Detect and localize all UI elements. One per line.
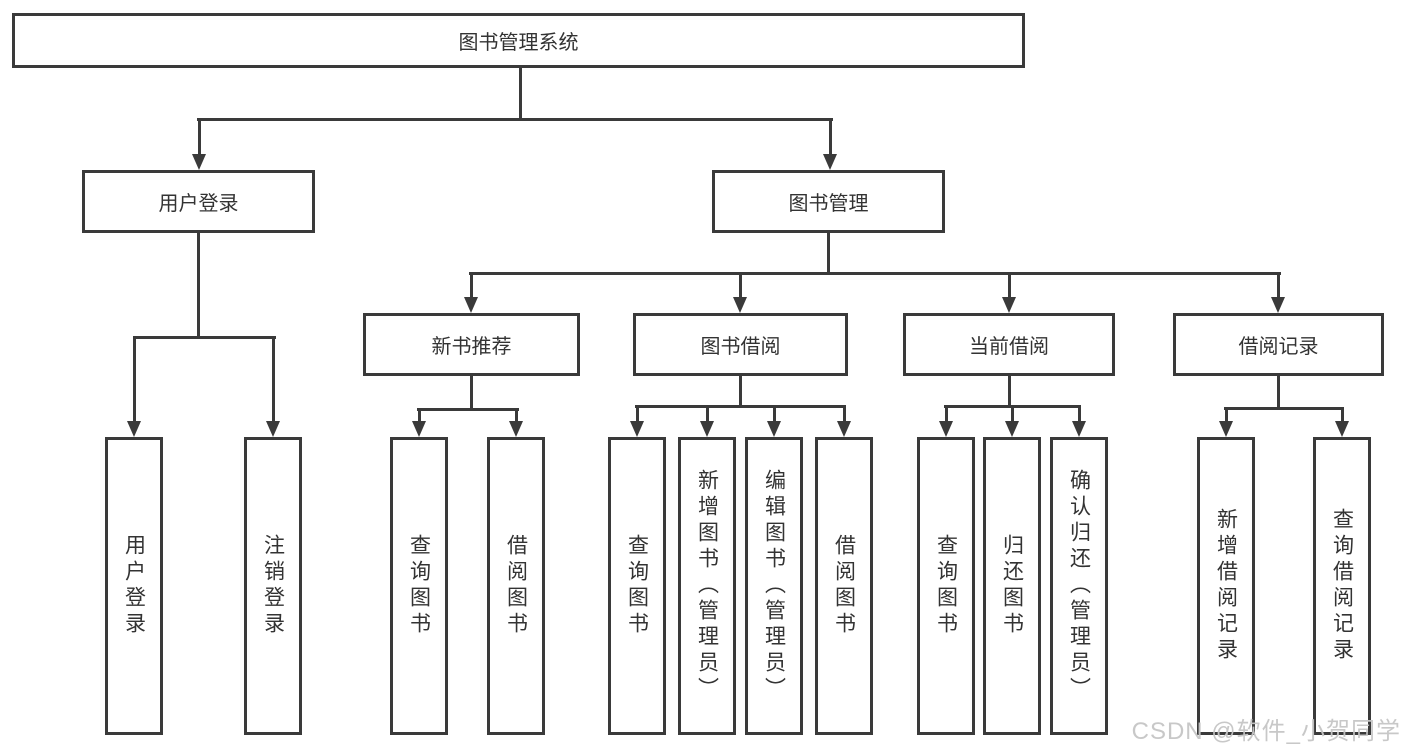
connector-userlogin-rail	[133, 336, 276, 339]
node-label: 用户登录	[122, 534, 146, 638]
connector-bookmgmt-drop-2	[739, 272, 742, 297]
node-leaf-borrowing-add-books-admin: 新增图书（管理员）	[678, 437, 736, 735]
arrowhead-down-icon	[823, 154, 837, 170]
node-book-management: 图书管理	[712, 170, 945, 233]
node-label: 确认归还（管理员）	[1067, 469, 1091, 703]
node-new-book-recommendation: 新书推荐	[363, 313, 580, 376]
node-label: 借阅图书	[504, 534, 528, 638]
connector-borrowing-drop-3	[773, 405, 776, 421]
node-leaf-borrowing-query-books: 查询图书	[608, 437, 666, 735]
connector-records-drop-2	[1341, 407, 1344, 421]
node-label: 借阅记录	[1238, 336, 1319, 358]
node-label: 归还图书	[1000, 534, 1024, 638]
node-label: 图书管理	[788, 193, 869, 215]
node-leaf-newbooks-borrow-books: 借阅图书	[487, 437, 545, 735]
node-current-borrowing: 当前借阅	[903, 313, 1115, 376]
arrowhead-down-icon	[1219, 421, 1233, 437]
arrowhead-down-icon	[837, 421, 851, 437]
connector-userlogin-drop-1	[133, 336, 136, 421]
node-label: 新增借阅记录	[1214, 508, 1238, 664]
node-label: 新增图书（管理员）	[695, 469, 719, 703]
node-label: 新书推荐	[431, 336, 512, 358]
connector-borrowing-drop-1	[636, 405, 639, 421]
node-root-library-management-system: 图书管理系统	[12, 13, 1025, 68]
connector-borrowing-stem	[739, 376, 742, 407]
connector-userlogin-drop-2	[272, 336, 275, 421]
connector-bookmgmt-drop-3	[1008, 272, 1011, 297]
node-leaf-logout: 注销登录	[244, 437, 302, 735]
connector-records-rail	[1224, 407, 1344, 410]
node-book-borrowing: 图书借阅	[633, 313, 848, 376]
node-label: 查询图书	[407, 534, 431, 638]
connector-bookmgmt-drop-4	[1277, 272, 1280, 297]
arrowhead-down-icon	[1002, 297, 1016, 313]
node-label: 借阅图书	[832, 534, 856, 638]
csdn-watermark: CSDN @软件_小贺同学	[1131, 718, 1401, 745]
arrowhead-down-icon	[767, 421, 781, 437]
arrowhead-down-icon	[630, 421, 644, 437]
arrowhead-down-icon	[1072, 421, 1086, 437]
connector-userlogin-stem	[197, 233, 200, 338]
node-label: 查询图书	[934, 534, 958, 638]
connector-current-drop-1	[945, 405, 948, 421]
node-leaf-current-return-books: 归还图书	[983, 437, 1041, 735]
connector-bookmgmt-drop-1	[470, 272, 473, 297]
node-leaf-borrowing-borrow-books: 借阅图书	[815, 437, 873, 735]
node-leaf-borrowing-edit-books-admin: 编辑图书（管理员）	[745, 437, 803, 735]
connector-newbooks-rail	[417, 408, 519, 411]
connector-current-drop-2	[1011, 405, 1014, 421]
connector-records-stem	[1277, 376, 1280, 409]
connector-root-drop-left	[198, 118, 201, 155]
node-leaf-newbooks-query-books: 查询图书	[390, 437, 448, 735]
connector-bookmgmt-rail	[469, 272, 1281, 275]
connector-newbooks-stem	[470, 376, 473, 410]
arrowhead-down-icon	[939, 421, 953, 437]
node-label: 编辑图书（管理员）	[762, 469, 786, 703]
arrowhead-down-icon	[127, 421, 141, 437]
node-leaf-current-query-books: 查询图书	[917, 437, 975, 735]
arrowhead-down-icon	[464, 297, 478, 313]
node-label: 当前借阅	[969, 336, 1049, 358]
node-label: 注销登录	[261, 534, 285, 638]
connector-root-drop-right	[829, 118, 832, 155]
connector-records-drop-1	[1225, 407, 1228, 421]
node-leaf-records-add-record: 新增借阅记录	[1197, 437, 1255, 735]
arrowhead-down-icon	[509, 421, 523, 437]
arrowhead-down-icon	[733, 297, 747, 313]
connector-borrowing-drop-2	[706, 405, 709, 421]
connector-borrowing-rail	[635, 405, 846, 408]
node-leaf-user-login: 用户登录	[105, 437, 163, 735]
node-label: 图书管理系统	[458, 32, 579, 54]
connector-current-drop-3	[1078, 405, 1081, 421]
node-user-login: 用户登录	[82, 170, 315, 233]
arrowhead-down-icon	[1271, 297, 1285, 313]
connector-current-stem	[1008, 376, 1011, 407]
node-label: 查询图书	[625, 534, 649, 638]
arrowhead-down-icon	[700, 421, 714, 437]
connector-newbooks-drop-1	[418, 408, 421, 421]
arrowhead-down-icon	[1005, 421, 1019, 437]
node-label: 图书借阅	[700, 336, 781, 358]
connector-root-stem	[519, 66, 522, 119]
connector-borrowing-drop-4	[843, 405, 846, 421]
connector-root-rail	[197, 118, 833, 121]
arrowhead-down-icon	[412, 421, 426, 437]
connector-bookmgmt-stem	[827, 233, 830, 274]
node-label: 查询借阅记录	[1330, 508, 1354, 664]
arrowhead-down-icon	[266, 421, 280, 437]
arrowhead-down-icon	[1335, 421, 1349, 437]
node-label: 用户登录	[158, 193, 239, 215]
connector-newbooks-drop-2	[515, 408, 518, 421]
node-leaf-current-confirm-return-admin: 确认归还（管理员）	[1050, 437, 1108, 735]
node-leaf-records-query-record: 查询借阅记录	[1313, 437, 1371, 735]
node-borrowing-records: 借阅记录	[1173, 313, 1384, 376]
arrowhead-down-icon	[192, 154, 206, 170]
